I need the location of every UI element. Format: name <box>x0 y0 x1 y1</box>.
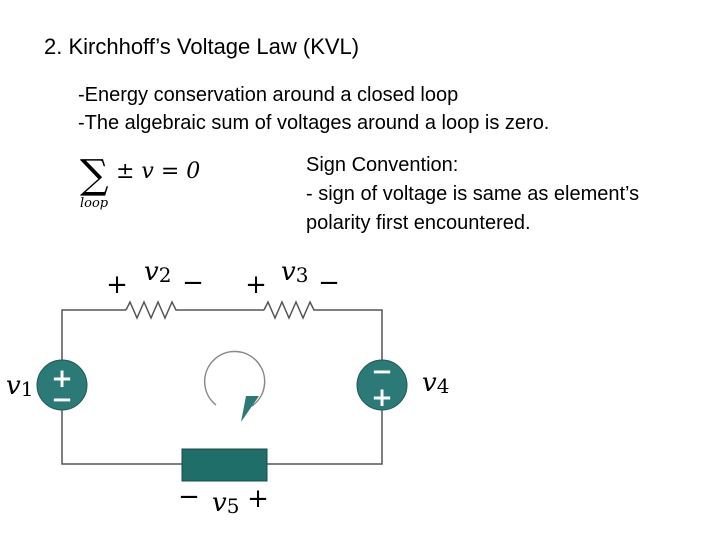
v2-label-name: v <box>144 257 159 287</box>
source-v4-circle <box>356 359 408 411</box>
wire-bottom-left <box>61 410 182 465</box>
summation-symbol: ∑ <box>80 152 109 198</box>
bullet-algebraic-sum: -The algebraic sum of voltages around a … <box>78 112 550 134</box>
v3-minus-sign: − <box>318 268 340 298</box>
v1-label-name: v <box>6 371 21 401</box>
slide-title: 2. Kirchhoff’s Voltage Law (KVL) <box>44 34 360 59</box>
v2-label: v2 <box>144 257 171 287</box>
wire-top-left <box>61 309 126 360</box>
v5-label-name: v <box>212 488 227 518</box>
kvl-equation: ∑ ± v = 0 loop <box>80 152 200 211</box>
equation-expression: ± v = 0 <box>116 159 200 184</box>
v2-plus-sign: + <box>106 270 128 300</box>
v5-label: v5 <box>212 488 239 518</box>
sign-convention-line2: polarity first encountered. <box>306 212 531 234</box>
wire-bottom-right <box>267 410 383 465</box>
source-v1-minus: − <box>51 385 73 415</box>
v4-label: v4 <box>422 368 449 398</box>
bullet-energy-conservation: -Energy conservation around a closed loo… <box>78 84 459 106</box>
loop-direction-arrow <box>203 350 266 422</box>
source-v4-plus: + <box>371 383 393 413</box>
circuit-wires <box>61 309 383 465</box>
v3-plus-sign: + <box>245 270 267 300</box>
v5-label-sub: 5 <box>227 494 240 518</box>
voltage-source-v4: − + <box>356 357 408 413</box>
v1-label: v1 <box>6 371 33 401</box>
v5-plus-sign: + <box>247 484 269 514</box>
source-v1-plus: + <box>51 364 73 394</box>
sign-convention-heading: Sign Convention: <box>306 154 459 176</box>
loop-arc <box>203 350 266 407</box>
sign-convention-line1: - sign of voltage is same as element’s <box>306 183 640 205</box>
source-v1-circle <box>36 359 88 411</box>
voltage-source-v1: + − <box>36 359 88 415</box>
wire-top-right <box>318 309 383 360</box>
v4-label-name: v <box>422 368 437 398</box>
element-v5 <box>181 448 268 482</box>
v3-label: v3 <box>281 257 308 287</box>
v3-label-sub: 3 <box>296 263 309 287</box>
v4-label-sub: 4 <box>437 374 450 398</box>
resistor-v2 <box>125 300 180 320</box>
v2-label-sub: 2 <box>159 263 172 287</box>
source-v4-minus: − <box>371 357 393 387</box>
v2-minus-sign: − <box>182 268 204 298</box>
v3-label-name: v <box>281 257 296 287</box>
resistor-v3 <box>263 300 318 320</box>
equation-subscript-loop: loop <box>80 196 109 211</box>
v1-label-sub: 1 <box>21 377 34 401</box>
loop-arrowhead <box>241 396 259 422</box>
v5-minus-sign: − <box>178 482 200 512</box>
